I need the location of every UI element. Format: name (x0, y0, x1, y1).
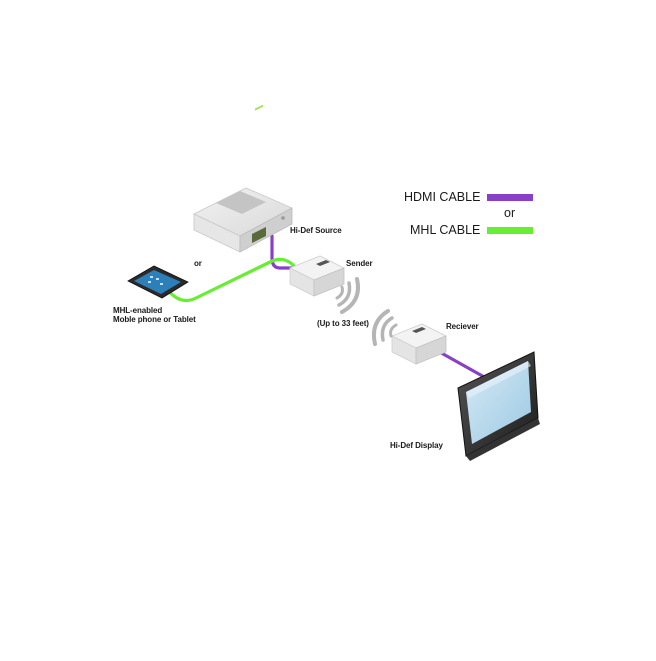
hi-def-source-label: Hi-Def Source (290, 226, 342, 235)
flat-panel-display-icon (457, 351, 540, 461)
sender-box-icon (289, 255, 345, 297)
hi-def-source-box-icon (193, 104, 293, 253)
legend-hdmi-label: HDMI CABLE (404, 190, 481, 204)
hi-def-display-label: Hi-Def Display (390, 441, 443, 450)
tablet-icon (127, 265, 189, 299)
wireless-signal-icon (335, 277, 360, 314)
receiver-box-icon (391, 323, 447, 365)
mhl-cable-tablet-to-sender (164, 257, 302, 302)
legend-or-label: or (504, 206, 516, 220)
legend-mhl-swatch (487, 227, 533, 234)
mobile-label-line2: Moble phone or Tablet (113, 315, 196, 324)
mobile-label-line1: MHL-enabled (113, 306, 163, 315)
wireless-signal-icon (371, 309, 398, 346)
or-label: or (194, 259, 202, 268)
range-label: (Up to 33 feet) (317, 319, 369, 328)
hdmi-cable-source-to-sender (270, 234, 314, 270)
legend-hdmi-swatch (487, 194, 533, 201)
sender-label: Sender (346, 259, 373, 268)
legend-mhl-label: MHL CABLE (410, 223, 481, 237)
hdmi-cable-receiver-to-display (434, 348, 488, 380)
receiver-label: Reciever (446, 322, 479, 331)
